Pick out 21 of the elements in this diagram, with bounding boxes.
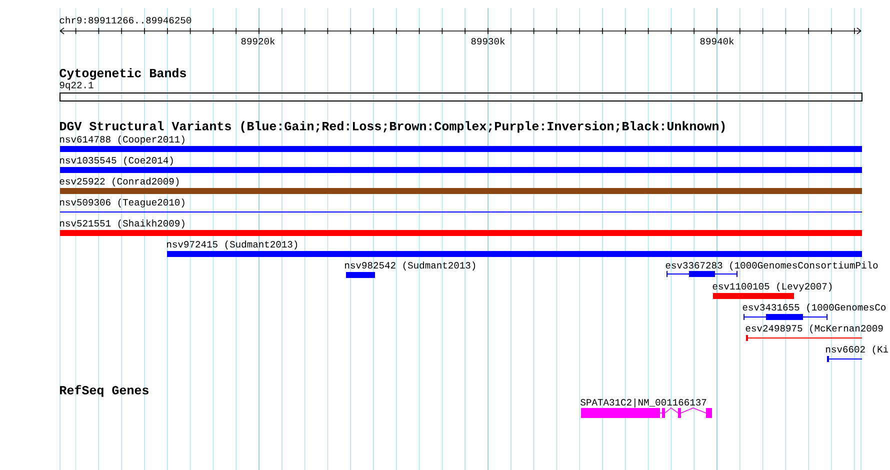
variant-label: nsv614788 (Cooper2011): [60, 136, 184, 144]
tick-label: 89940k: [700, 37, 734, 45]
variant-label: esv25922 (Conrad2009): [60, 178, 179, 186]
track-title: RefSeq Genes: [60, 385, 148, 397]
tick-label: 89930k: [471, 37, 505, 45]
variant-label: esv3367283 (1000GenomesConsortiumPilo: [666, 262, 878, 270]
variant-label: nsv509306 (Teague2010): [60, 198, 184, 208]
variant-label: nsv982542 (Sudmant2013): [345, 262, 476, 270]
variant-label: nsv6602 (Ki: [826, 346, 888, 354]
tick-label: 89920k: [241, 37, 275, 45]
gene-label: SPATA31C2|NM_001166137: [580, 398, 706, 408]
band-label: 9q22.1: [60, 82, 94, 90]
track-title: DGV Structural Variants (Blue:Gain;Red:Loss;Brown:Complex;Purple:Inversion;Black:Unknown): [60, 121, 725, 133]
variant-label: nsv521551 (Shaikh2009): [60, 220, 184, 228]
coordinate-label: chr9:89911266..89946250: [60, 16, 192, 24]
variant-label: esv3431655 (1000GenomesCo: [742, 304, 886, 312]
variant-label: esv2498975 (McKernan2009: [746, 324, 883, 334]
variant-label: nsv972415 (Sudmant2013): [167, 240, 298, 250]
track-title: Cytogenetic Bands: [60, 68, 186, 80]
variant-label: esv1100105 (Levy2007): [712, 282, 832, 292]
variant-label: nsv1035545 (Coe2014): [60, 156, 173, 166]
